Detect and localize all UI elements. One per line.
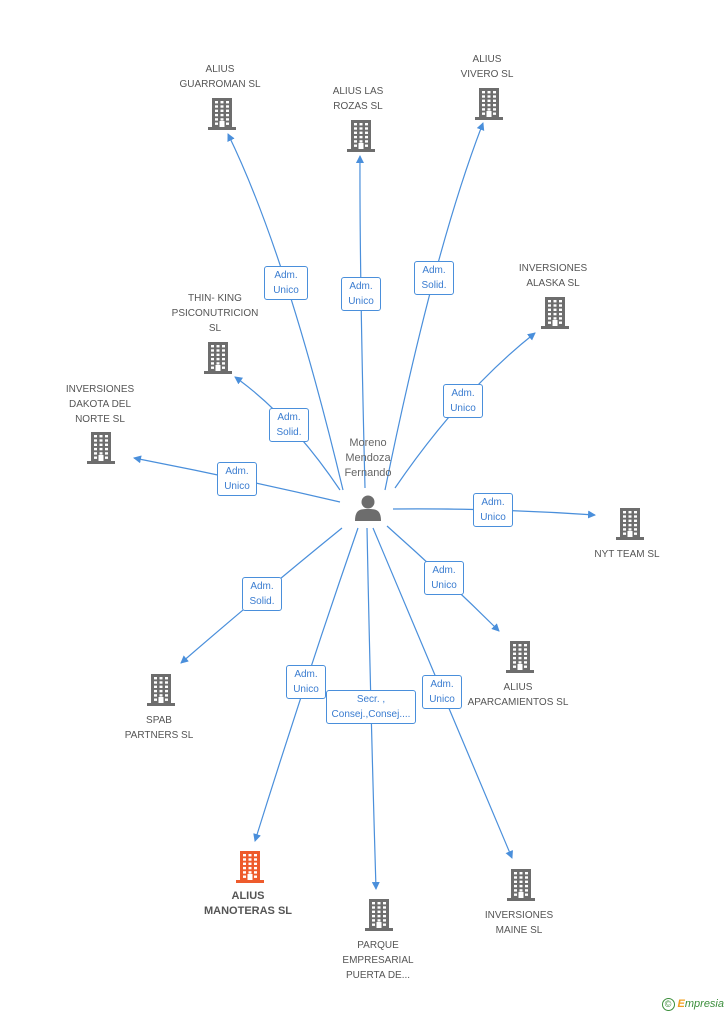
relation-label-line: Solid. [276,427,302,438]
company-label-parque[interactable]: PARQUE EMPRESARIAL PUERTA DE... [303,938,453,983]
brand-name: mpresia [684,998,724,1010]
company-label-line: ROZAS SL [333,101,383,112]
company-label-aparcamientos[interactable]: ALIUS APARCAMIENTOS SL [443,680,593,710]
relation-label-nyt[interactable]: Adm. Unico [473,493,513,527]
company-label-line: ALIUS [205,64,235,75]
empresia-watermark: ©Empresia [661,998,724,1011]
company-label-line: DAKOTA DEL [68,399,132,410]
relation-label-line: Solid. [249,596,275,607]
company-label-line: INVERSIONES [518,263,588,274]
building-icon-alaska [541,297,569,329]
company-label-line: ALIUS [231,890,265,902]
relation-label-line: Unico [480,512,506,523]
copyright-icon: © [661,998,675,1011]
relation-label-line: Unico [224,481,250,492]
relation-label-line: Adm. [294,669,318,680]
company-label-line: GUARROMAN SL [179,79,261,90]
company-label-thinking[interactable]: THIN- KING PSICONUTRICION SL [140,291,290,336]
company-label-line: PUERTA DE... [345,970,411,981]
building-icon-spab [147,674,175,706]
relation-label-line: Adm. [422,265,446,276]
relation-label-alaska[interactable]: Adm. Unico [443,384,483,418]
building-icon-parque [365,899,393,931]
company-label-line: EMPRESARIAL [342,955,414,966]
company-label-lasrozas[interactable]: ALIUS LAS ROZAS SL [283,84,433,114]
relation-label-line: Unico [273,285,299,296]
building-icon-manoteras [236,851,264,883]
company-label-spab[interactable]: SPAB PARTNERS SL [84,713,234,743]
relation-label-line: Adm. [430,679,454,690]
relation-label-dakota[interactable]: Adm. Unico [217,462,257,496]
relation-label-line: Unico [431,580,457,591]
company-label-maine[interactable]: INVERSIONES MAINE SL [444,908,594,938]
company-label-line: PARQUE [357,940,399,951]
company-label-line: PSICONUTRICION [171,308,259,319]
building-icon-vivero [475,88,503,120]
person-name-line: Moreno [349,437,387,449]
company-label-dakota[interactable]: INVERSIONES DAKOTA DEL NORTE SL [25,382,175,427]
relation-label-line: Adm. [274,270,298,281]
company-label-line: ALIUS [472,54,502,65]
relation-label-line: Adm. [349,281,373,292]
company-label-line: INVERSIONES [65,384,135,395]
relation-label-line: Adm. [451,388,475,399]
relation-label-line: Adm. [250,581,274,592]
relation-label-manoteras[interactable]: Adm. Unico [286,665,326,699]
building-icon-thinking [204,342,232,374]
company-label-line: MAINE SL [495,925,543,936]
company-label-manoteras[interactable]: ALIUS MANOTERAS SL [173,889,323,919]
company-label-line: MANOTERAS SL [204,905,292,917]
relation-label-line: Adm. [277,412,301,423]
company-label-line: NYT TEAM SL [594,549,660,560]
company-label-line: SPAB [146,715,172,726]
company-label-guarroman[interactable]: ALIUS GUARROMAN SL [145,62,295,92]
person-name-line: Fernando [344,467,392,479]
relation-label-aparcamientos[interactable]: Adm. Unico [424,561,464,595]
relation-label-vivero[interactable]: Adm. Solid. [414,261,454,295]
relation-label-line: Consej.,Consej.... [331,709,411,720]
person-icon [355,495,381,521]
relation-label-parque[interactable]: Secr. , Consej.,Consej.... [326,690,416,724]
relation-label-line: Adm. [481,497,505,508]
company-label-line: ALIUS [503,682,533,693]
relation-label-line: Adm. [432,565,456,576]
relation-label-line: Unico [429,694,455,705]
relation-label-line: Solid. [421,280,447,291]
building-icon-guarroman [208,98,236,130]
company-label-line: SL [208,323,222,334]
relation-label-line: Secr. , [356,694,386,705]
relation-label-maine[interactable]: Adm. Unico [422,675,462,709]
relation-label-guarroman[interactable]: Adm. Unico [264,266,308,300]
company-label-line: PARTNERS SL [124,730,194,741]
building-icon-aparcamientos [506,641,534,673]
building-icon-lasrozas [347,120,375,152]
relation-label-line: Unico [348,296,374,307]
relation-label-line: Adm. [225,466,249,477]
relation-label-line: Unico [293,684,319,695]
company-label-nyt[interactable]: NYT TEAM SL [552,547,702,562]
company-label-line: VIVERO SL [460,69,514,80]
company-label-line: NORTE SL [75,414,125,425]
company-label-alaska[interactable]: INVERSIONES ALASKA SL [478,261,628,291]
building-icon-maine [507,869,535,901]
company-label-line: APARCAMIENTOS SL [467,697,569,708]
company-label-line: INVERSIONES [484,910,554,921]
company-label-line: ALIUS LAS [332,86,384,97]
company-label-line: ALASKA SL [526,278,580,289]
company-label-vivero[interactable]: ALIUS VIVERO SL [412,52,562,82]
building-icon-nyt [616,508,644,540]
person-name-line: Mendoza [345,452,391,464]
brand-initial: E [677,998,685,1010]
relation-label-thinking[interactable]: Adm. Solid. [269,408,309,442]
company-label-line: THIN- KING [188,293,242,304]
building-icon-dakota [87,432,115,464]
relation-label-lasrozas[interactable]: Adm. Unico [341,277,381,311]
relation-label-line: Unico [450,403,476,414]
relation-label-spab[interactable]: Adm. Solid. [242,577,282,611]
